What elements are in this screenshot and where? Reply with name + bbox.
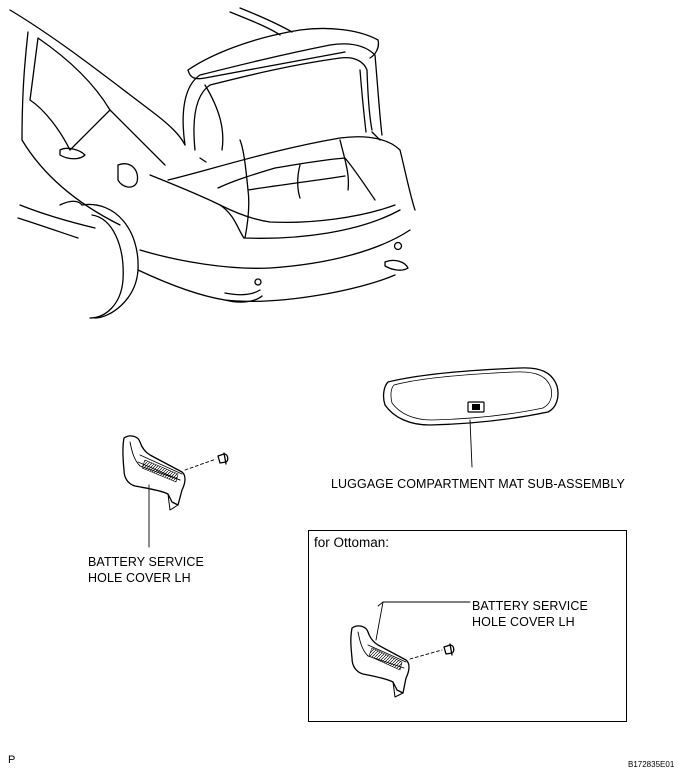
cover-lh-label-line1: BATTERY SERVICE [88, 555, 204, 569]
ottoman-variant-box: for Ottoman: [308, 530, 627, 722]
car-illustration [9, 7, 416, 319]
cover-ottoman-illustration [350, 601, 471, 698]
page-mark: P [8, 754, 16, 766]
cover-ottoman-label-line2: HOLE COVER LH [472, 615, 575, 629]
figure-id: B172835E01 [628, 760, 675, 769]
luggage-mat-illustration [382, 367, 559, 468]
cover-ottoman-label-line1: BATTERY SERVICE [472, 599, 588, 613]
ottoman-variant-title: for Ottoman: [314, 535, 390, 550]
luggage-mat-label: LUGGAGE COMPARTMENT MAT SUB-ASSEMBLY [331, 477, 625, 491]
cover-lh-illustration [122, 435, 229, 548]
cover-lh-label-line2: HOLE COVER LH [88, 571, 191, 585]
